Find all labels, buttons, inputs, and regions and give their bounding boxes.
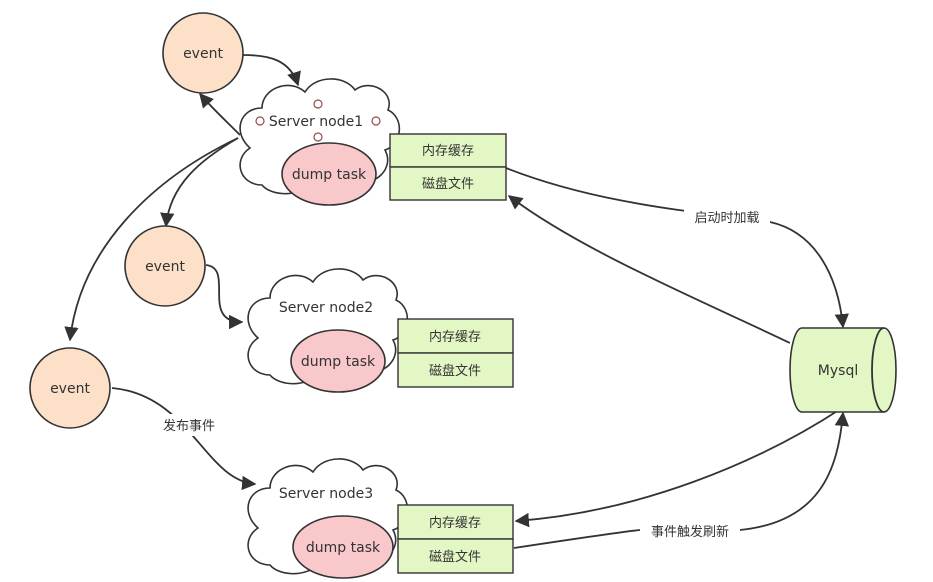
- server-1-disk-label: 磁盘文件: [422, 176, 474, 192]
- server-1-storage: 内存缓存 磁盘文件: [389, 133, 507, 201]
- edge-event1-to-server1: [242, 54, 301, 87]
- edge-server1-to-event1: [199, 92, 241, 136]
- edge-server1-to-event2: [160, 137, 239, 228]
- server-3-dump-task: [292, 515, 394, 579]
- server-3-memory-box[interactable]: [397, 504, 514, 540]
- event-1[interactable]: event: [162, 12, 244, 94]
- startup-load-label-bg: [684, 206, 770, 228]
- edge-labels: 启动时加载 发布事件 事件触发刷新: [150, 206, 770, 542]
- event-1-circle: [162, 12, 244, 94]
- mysql-label: Mysql: [818, 363, 858, 379]
- server-1-dump-task: [281, 142, 377, 206]
- server-1-task-label: dump task: [292, 167, 367, 183]
- server-2-task-label: dump task: [301, 354, 376, 370]
- server-1-memory-label: 内存缓存: [422, 143, 474, 159]
- event-refresh-label-bg: [640, 520, 740, 542]
- edge-mysql-to-disk1: [507, 195, 791, 344]
- server-3-disk-label: 磁盘文件: [429, 549, 481, 565]
- server-2-disk-box[interactable]: [397, 352, 514, 388]
- selection-handle-icon[interactable]: [371, 116, 381, 126]
- publish-event-label-bg: [150, 414, 228, 436]
- selection-handle-icon[interactable]: [313, 132, 323, 142]
- server-node-2[interactable]: Server node2 dump task: [247, 268, 409, 393]
- publish-event-label: 发布事件: [163, 418, 215, 434]
- server-2-storage: 内存缓存 磁盘文件: [397, 318, 514, 388]
- event-2[interactable]: event: [124, 225, 206, 307]
- server-3-name: Server node3: [279, 486, 373, 502]
- server-2-memory-box[interactable]: [397, 318, 514, 354]
- edge-mysql-to-memory3: [514, 407, 843, 528]
- server-2-disk-label: 磁盘文件: [429, 363, 481, 379]
- edge-disk3-to-mysql: [513, 413, 843, 549]
- event-2-circle: [124, 225, 206, 307]
- event-refresh-label: 事件触发刷新: [651, 524, 729, 540]
- selection-handle-icon[interactable]: [313, 99, 323, 109]
- event-3[interactable]: event: [29, 347, 111, 429]
- edge-server1-to-event3: [64, 137, 239, 342]
- server-1-name: Server node1: [269, 114, 363, 130]
- event-2-label: event: [145, 259, 185, 275]
- event-1-label: event: [183, 46, 223, 62]
- event-3-circle: [29, 347, 111, 429]
- server-2-memory-label: 内存缓存: [429, 329, 481, 345]
- server-3-storage: 内存缓存 磁盘文件: [397, 504, 514, 574]
- selection-handle-icon[interactable]: [255, 116, 265, 126]
- server-1-memory-box[interactable]: [389, 133, 507, 168]
- edge-disk1-to-mysql: [505, 167, 849, 329]
- edge-event3-to-server3: [111, 387, 257, 491]
- startup-load-label: 启动时加载: [694, 211, 759, 226]
- mysql-cylinder-cap: [871, 327, 885, 413]
- server-node-3[interactable]: Server node3 dump task: [247, 458, 409, 579]
- server-2-name: Server node2: [279, 300, 373, 316]
- server-1-disk-box[interactable]: [389, 166, 507, 201]
- server-3-task-label: dump task: [306, 540, 381, 556]
- mysql-database[interactable]: Mysql: [789, 327, 897, 413]
- server-2-dump-task: [290, 329, 386, 393]
- event-3-label: event: [50, 381, 90, 397]
- server-3-memory-label: 内存缓存: [429, 515, 481, 531]
- server-3-disk-box[interactable]: [397, 538, 514, 574]
- edge-event2-to-server2: [205, 264, 244, 330]
- server-node-1[interactable]: Server node1 dump task: [239, 78, 401, 206]
- edges: [64, 54, 849, 549]
